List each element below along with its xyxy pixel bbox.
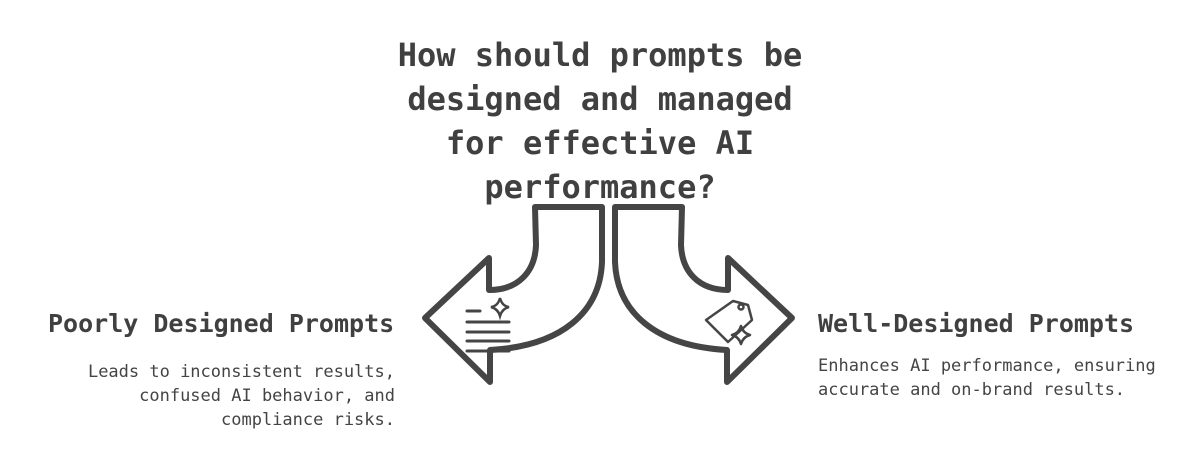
description-line: Enhances AI performance, ensuring [818, 356, 1156, 376]
title-line: How should prompts be [397, 36, 803, 74]
title-line: for effective AI [445, 124, 755, 162]
right-arrow [612, 204, 795, 385]
document-lines-sparkle-icon [465, 297, 511, 353]
right-heading: Well-Designed Prompts [818, 309, 1135, 338]
left-arrow [422, 204, 605, 385]
title-line: performance? [484, 168, 716, 206]
diagram-title: How should prompts be designed and manag… [300, 33, 900, 209]
description-line: accurate and on-brand results. [818, 380, 1126, 400]
description-line: Leads to inconsistent results, [87, 362, 395, 382]
right-description: Enhances AI performance, ensuring accura… [818, 354, 1156, 402]
tag-sparkle-icon [704, 299, 754, 346]
left-heading: Poorly Designed Prompts [48, 309, 395, 338]
left-description: Leads to inconsistent results, confused … [88, 360, 395, 432]
description-line: compliance risks. [221, 410, 395, 430]
description-line: confused AI behavior, and [139, 386, 395, 406]
title-line: designed and managed [407, 80, 793, 118]
